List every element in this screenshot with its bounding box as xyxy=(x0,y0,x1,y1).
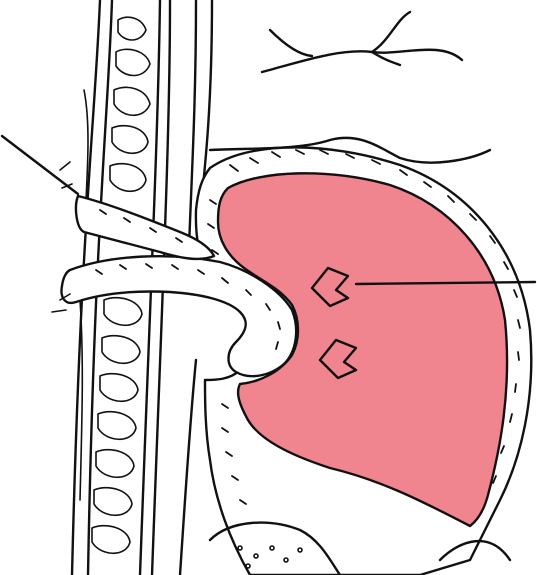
upper-tube xyxy=(76,196,214,259)
upper-organ-outline xyxy=(210,12,490,163)
